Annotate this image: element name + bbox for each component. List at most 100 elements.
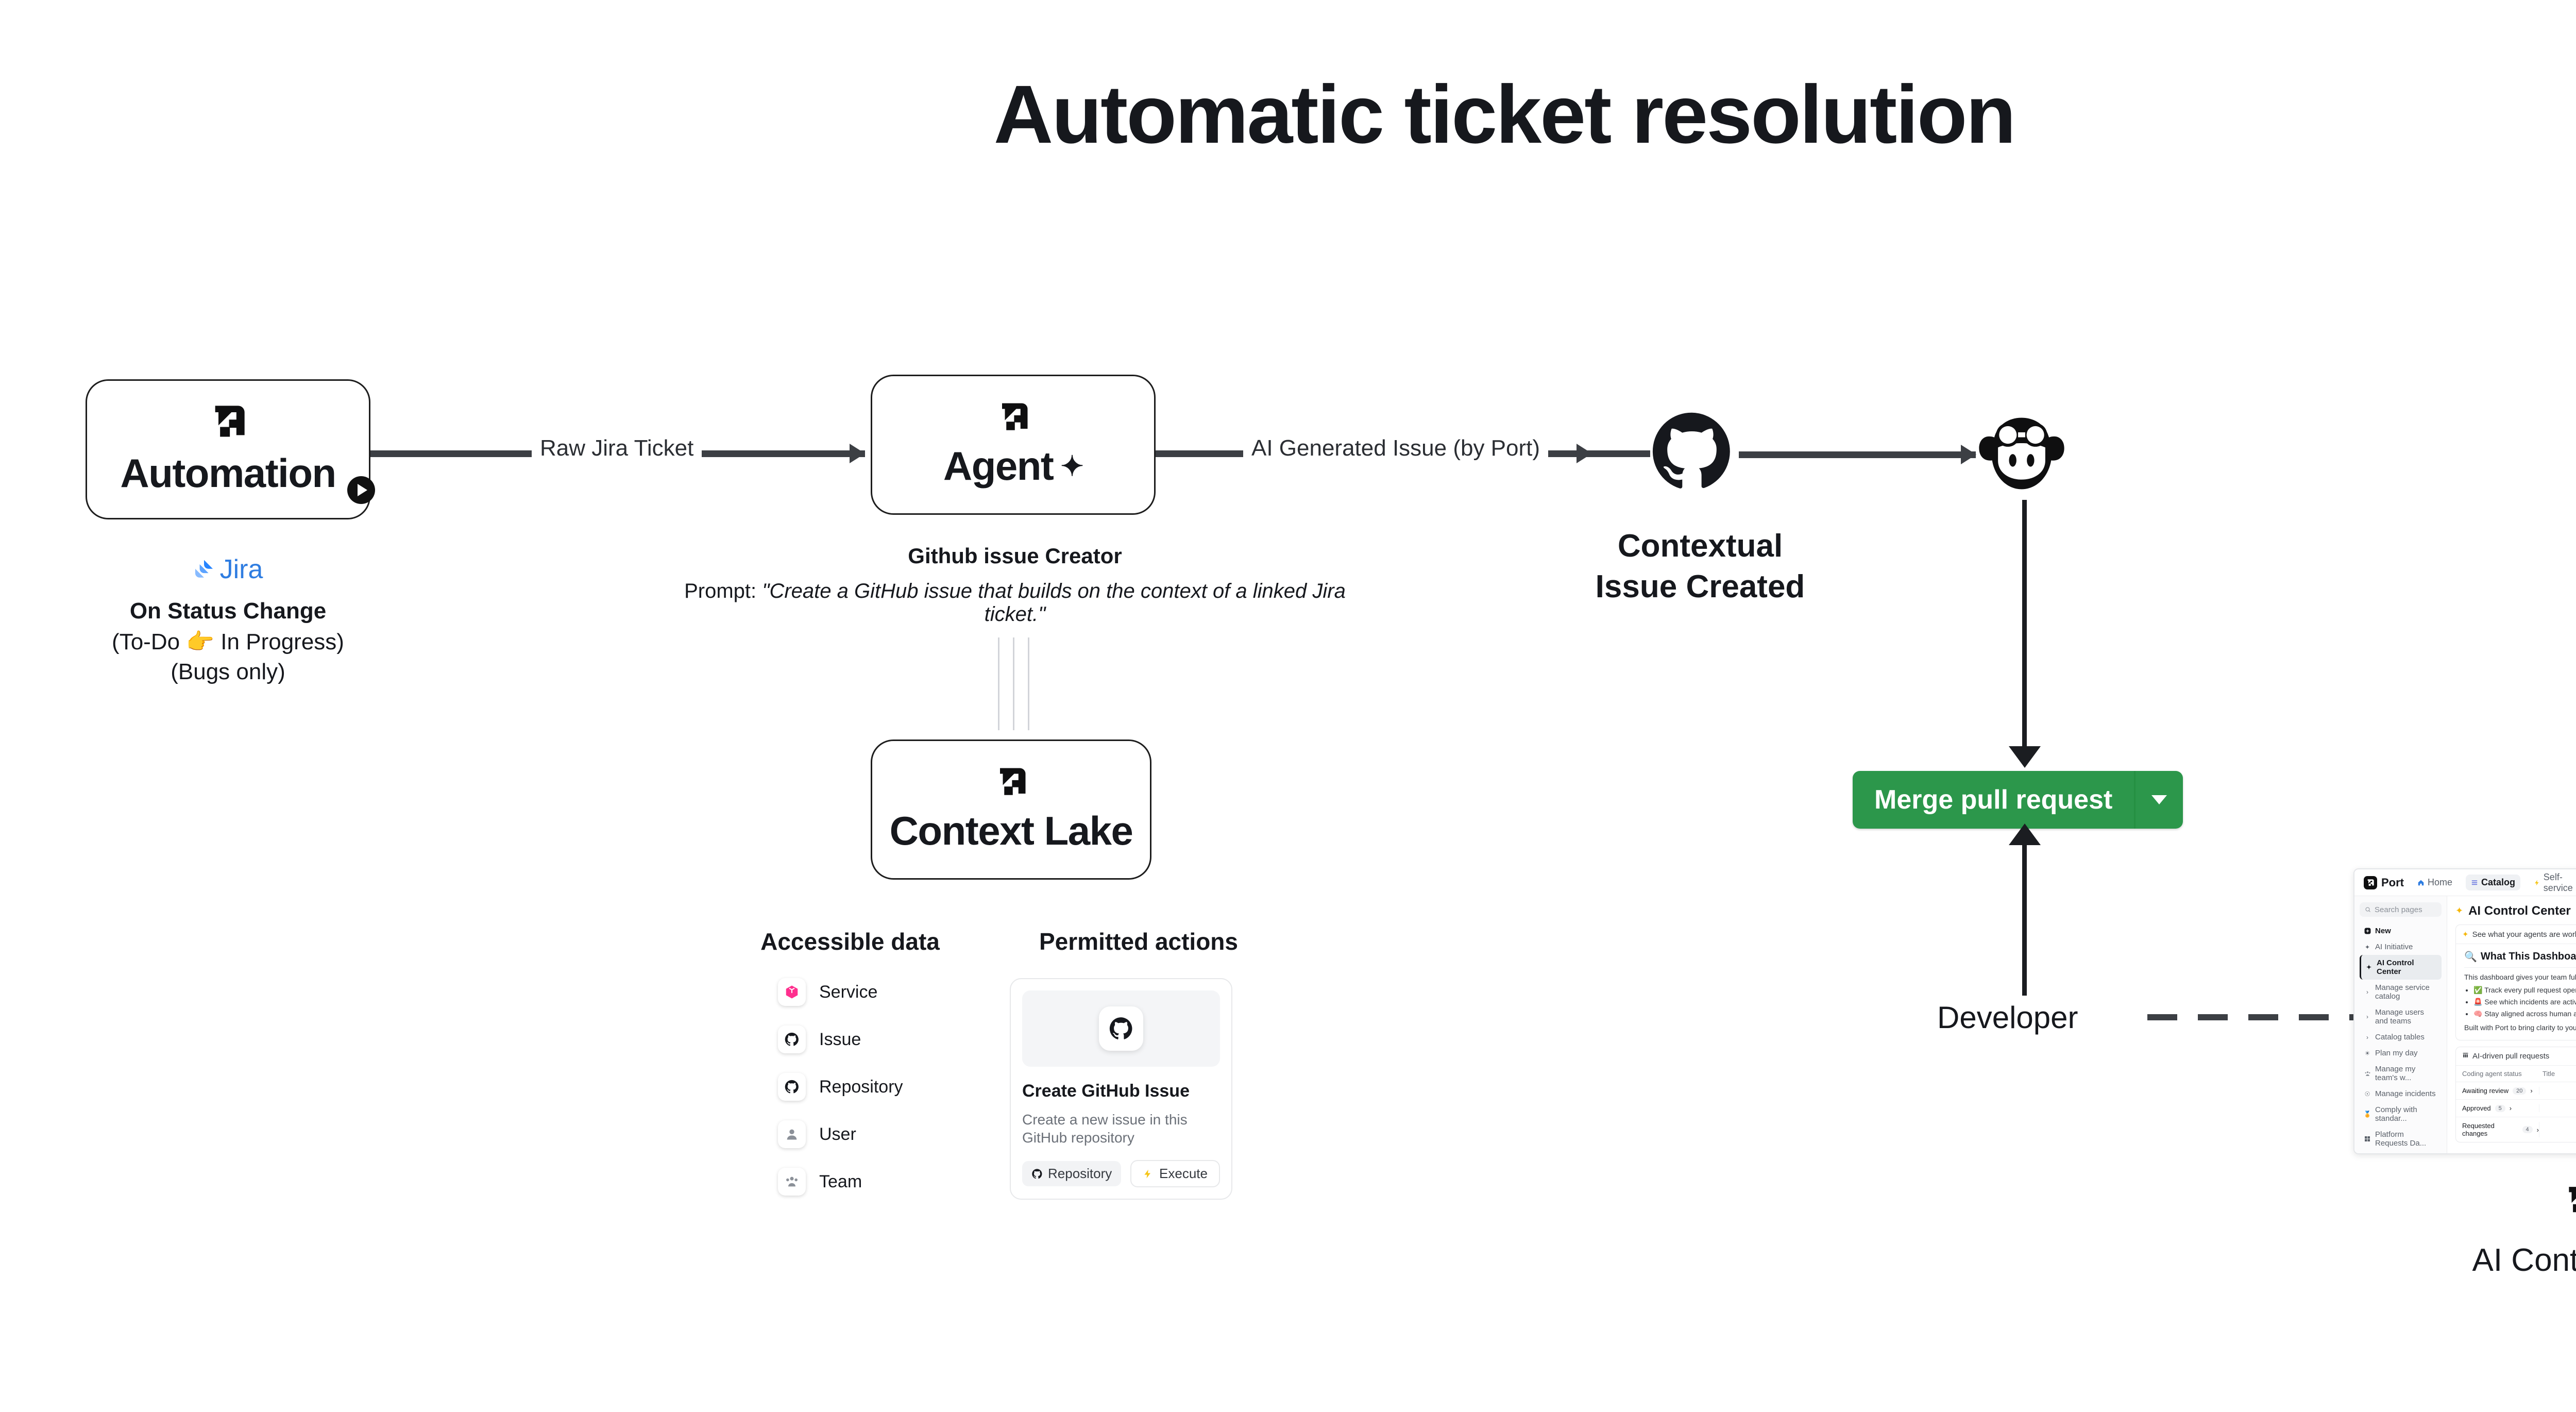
dashboard-intro-text: This dashboard gives your team full visi…	[2464, 973, 2576, 981]
column-header[interactable]: Title	[2543, 1070, 2555, 1078]
jira-icon	[195, 560, 213, 578]
team-icon	[2364, 1070, 2371, 1077]
screenshot-brand[interactable]: Port	[2364, 876, 2404, 889]
accessible-data-heading: Accessible data	[760, 928, 940, 955]
sidebar-item-surveys[interactable]: › Surveys	[2360, 1151, 2442, 1153]
column-header[interactable]: Coding agent status	[2462, 1070, 2522, 1078]
row-count: 5	[2495, 1104, 2505, 1112]
cube-icon	[778, 978, 806, 1006]
table-icon	[2462, 1052, 2469, 1061]
sidebar-item-manage-my-teams-work[interactable]: Manage my team's w...	[2360, 1061, 2442, 1086]
nav-catalog[interactable]: Catalog	[2466, 875, 2521, 890]
nav-home[interactable]: Home	[2412, 875, 2458, 890]
agent-prompt-prefix: Prompt:	[684, 580, 762, 602]
github-icon	[1648, 407, 1736, 498]
sidebar-item-ai-control-center[interactable]: ✦ AI Control Center	[2360, 955, 2442, 980]
sidebar-item-manage-users-and-teams[interactable]: › Manage users and teams	[2360, 1004, 2442, 1029]
sidebar-item-manage-service-catalog[interactable]: › Manage service catalog	[2360, 980, 2442, 1004]
sidebar-item-ai-initiative[interactable]: ✦ AI Initiative	[2360, 939, 2442, 955]
lightning-icon	[2535, 880, 2539, 885]
agent-context-connector	[998, 637, 1034, 730]
chevron-right-icon[interactable]: ›	[2509, 1104, 2512, 1112]
list-item: Service	[778, 978, 974, 1006]
nav-catalog-label: Catalog	[2481, 877, 2516, 887]
list-item-label: Team	[819, 1171, 862, 1191]
repository-tag[interactable]: Repository	[1022, 1161, 1122, 1186]
sidebar-item-label: Manage service catalog	[2375, 983, 2430, 1001]
dashboard-intro-body: 🔍 What This Dashboard Shows This dashboa…	[2456, 944, 2576, 1040]
sidebar-item-comply-with-standards[interactable]: 🏅 Comply with standar...	[2360, 1102, 2442, 1127]
chevron-right-icon[interactable]: ›	[2530, 1087, 2533, 1095]
chevron-down-icon[interactable]	[2136, 771, 2183, 829]
grid-icon	[2364, 1135, 2371, 1142]
node-context-lake[interactable]: Context Lake	[871, 739, 1151, 880]
agent-prompt-text: "Create a GitHub issue that builds on th…	[762, 580, 1346, 626]
page-title: Automatic ticket resolution	[993, 68, 2016, 160]
sidebar-item-new[interactable]: New	[2360, 923, 2442, 939]
user-icon	[778, 1120, 806, 1148]
list-item-label: User	[819, 1124, 856, 1144]
dashboard-footer-note: Built with Port to bring clarity to your…	[2464, 1023, 2576, 1032]
list-item: 🧠 Stay aligned across human and AI contr…	[2473, 1010, 2576, 1018]
action-card-create-github-issue[interactable]: Create GitHub Issue Create a new issue i…	[1010, 978, 1232, 1200]
port-logo-icon	[2364, 876, 2377, 889]
sidebar-item-label: Manage my team's w...	[2375, 1065, 2416, 1082]
catalog-icon	[2471, 880, 2478, 885]
ai-control-center-screenshot[interactable]: Port Home Catalog Self-service Search ⌘ …	[2353, 868, 2576, 1154]
sidebar-item-platform-requests-dashboard[interactable]: Platform Requests Da...	[2360, 1127, 2442, 1151]
flow-line-developer-merge	[2022, 845, 2027, 996]
node-automation[interactable]: Automation	[86, 379, 375, 519]
table-title-label: AI-driven pull requests	[2472, 1052, 2550, 1061]
chevron-right-icon: ›	[2366, 1033, 2368, 1041]
row-count: 4	[2522, 1126, 2533, 1133]
list-item: Team	[778, 1168, 974, 1196]
team-icon	[778, 1168, 806, 1196]
merge-pull-request-label[interactable]: Merge pull request	[1853, 771, 2136, 829]
list-item-label: Service	[819, 982, 878, 1002]
alert-icon: ☉	[2364, 1090, 2370, 1098]
sidebar-item-label: AI Control Center	[2377, 959, 2414, 976]
screenshot-main: ✦ AI Control Center + Widget ⋯ ✦ See wha…	[2447, 896, 2576, 1153]
dashboard-banner-label: See what your agents are working on	[2472, 930, 2576, 939]
sparkle-icon: ✦	[2455, 905, 2464, 916]
search-icon	[2365, 907, 2370, 912]
sidebar-item-manage-incidents[interactable]: ☉ Manage incidents	[2360, 1086, 2442, 1102]
flow-arrow-ai-issue	[1577, 444, 1592, 463]
chevron-right-icon: ›	[2366, 1013, 2368, 1020]
flow-label-ai-issue: AI Generated Issue (by Port)	[1243, 435, 1549, 461]
node-agent[interactable]: Agent ✦	[871, 375, 1156, 515]
github-caption: Contextual Issue Created	[1484, 526, 1917, 608]
list-item: Repository	[778, 1073, 974, 1101]
chevron-right-icon: ›	[2366, 988, 2368, 996]
execute-button[interactable]: Execute	[1130, 1160, 1220, 1187]
port-logo-icon	[994, 765, 1028, 799]
table-row[interactable]: Approved 5 ›	[2456, 1100, 2576, 1117]
flow-label-raw-jira: Raw Jira Ticket	[532, 435, 702, 461]
github-icon	[1099, 1006, 1143, 1051]
table-row[interactable]: Awaiting review 20 ›	[2456, 1082, 2576, 1100]
sidebar-item-catalog-tables[interactable]: › Catalog tables	[2360, 1029, 2442, 1045]
play-icon[interactable]	[347, 476, 375, 504]
accessible-data-list: Service Issue Repository User	[726, 978, 974, 1196]
nav-self-service[interactable]: Self-service	[2529, 869, 2576, 896]
table-row[interactable]: Requested changes 4 ›	[2456, 1117, 2576, 1142]
flow-line-copilot-merge	[2022, 500, 2027, 752]
search-pages-placeholder: Search pages	[2375, 905, 2422, 914]
node-agent-title: Agent ✦	[943, 443, 1084, 489]
merge-pull-request-button[interactable]: Merge pull request	[1853, 771, 2183, 829]
search-pages-input[interactable]: Search pages	[2360, 902, 2442, 917]
sidebar-item-plan-my-day[interactable]: ☀ Plan my day	[2360, 1045, 2442, 1061]
automation-transition: (To-Do 👉 In Progress)	[112, 629, 344, 654]
chevron-right-icon[interactable]: ›	[2536, 1125, 2539, 1134]
flow-arrow-copilot-merge	[2009, 746, 2041, 768]
sparkle-icon: ✦	[2462, 930, 2469, 939]
node-context-lake-title: Context Lake	[889, 808, 1133, 853]
port-logo-icon	[996, 400, 1030, 434]
row-status-label: Approved	[2462, 1104, 2491, 1112]
accessible-data-section: Accessible data Service Issue Repository	[726, 928, 974, 1196]
list-item: 🚨 See which incidents are actively being…	[2473, 998, 2576, 1006]
action-card-title: Create GitHub Issue	[1022, 1081, 1190, 1101]
sidebar-item-label: Catalog tables	[2375, 1033, 2425, 1041]
nav-self-service-label: Self-service	[2543, 871, 2573, 893]
